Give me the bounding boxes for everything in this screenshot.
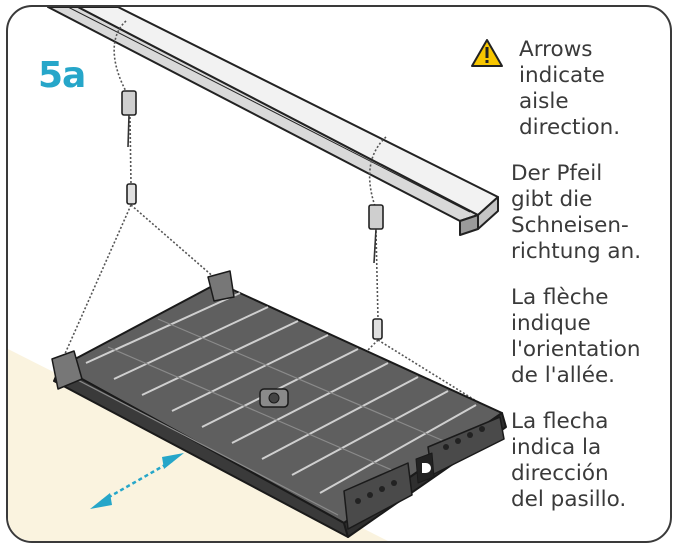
ceiling-beam — [47, 7, 499, 236]
installation-illustration — [8, 7, 507, 541]
illustration-frame: 5a Arrows indicate aisle direction. Der … — [6, 5, 672, 543]
instruction-notes: Arrows indicate aisle direction. Der Pfe… — [511, 37, 670, 533]
step-label: 5a — [38, 55, 86, 96]
aisle-direction-arrow — [90, 453, 184, 509]
note-french: La flèche indique l'orientation de l'all… — [511, 285, 641, 388]
note-english: Arrows indicate aisle direction. — [519, 37, 621, 140]
note-german: Der Pfeil gibt die Schneisen- richtung a… — [511, 161, 642, 264]
cable-grippers — [121, 90, 384, 340]
high-bay-fixture — [51, 270, 507, 538]
note-spanish: La flecha indica la dirección del pasill… — [511, 409, 627, 512]
warning-triangle-icon — [471, 39, 503, 67]
